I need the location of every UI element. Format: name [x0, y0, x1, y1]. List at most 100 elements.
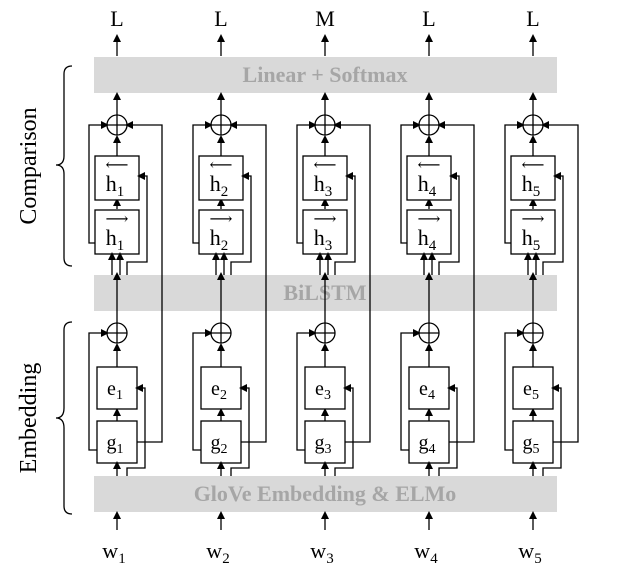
- elmo-label-1-base: e: [107, 378, 116, 400]
- embedding-oplus-5: [522, 322, 544, 344]
- elmo-box-1: [96, 366, 138, 410]
- elmo-box-4: [408, 366, 450, 410]
- input-label-4-subscript: 4: [430, 551, 438, 567]
- backward-hidden-label-4-subscript: 4: [429, 184, 437, 200]
- residual-left-embed-5: [504, 329, 525, 451]
- backward-arrow-glyph-4: ⟵: [418, 157, 441, 174]
- output-label-2: L: [214, 6, 227, 31]
- embedding-oplus-2: [210, 322, 232, 344]
- embedding-oplus-3: [314, 322, 336, 344]
- embed-to-e-5: [542, 384, 562, 476]
- elmo-label-5: e5: [523, 378, 539, 403]
- forward-hidden-label-1: h1: [106, 225, 125, 254]
- forward-hidden-label-2-base: h: [210, 225, 221, 250]
- backward-arrow-glyph-3: ⟵: [314, 157, 337, 174]
- input-label-5: w5: [518, 538, 541, 567]
- backward-hidden-label-5: h5: [522, 171, 541, 200]
- forward-hidden-label-4: h4: [418, 225, 437, 254]
- output-label-3: M: [315, 6, 335, 31]
- forward-hidden-box-4: [406, 209, 452, 255]
- glove-label-2-base: g: [211, 432, 221, 454]
- embedding-section-label: Embedding: [16, 363, 42, 474]
- forward-arrow-glyph-5: ⟶: [522, 211, 545, 228]
- bilstm-to-hback-2: [230, 172, 252, 275]
- backward-hidden-label-4: h4: [418, 171, 437, 200]
- residual-left-5: [504, 121, 525, 244]
- forward-hidden-box-2: [198, 209, 244, 255]
- input-label-2-subscript: 2: [222, 551, 230, 567]
- forward-arrow-glyph-1: ⟶: [106, 211, 129, 228]
- bilstm-to-hback-4: [438, 172, 460, 275]
- elmo-label-2: e2: [211, 378, 227, 403]
- backward-hidden-label-1-base: h: [106, 171, 117, 196]
- forward-hidden-label-3: h3: [314, 225, 333, 254]
- comparison-brace: [55, 65, 73, 267]
- input-label-1: w1: [102, 538, 125, 567]
- elmo-label-2-base: e: [211, 378, 220, 400]
- input-label-2: w2: [206, 538, 229, 567]
- embed-to-e-2: [230, 384, 250, 476]
- forward-hidden-label-5-subscript: 5: [533, 238, 541, 254]
- backward-hidden-label-2-subscript: 2: [221, 184, 229, 200]
- glove-label-1-subscript: 1: [117, 442, 124, 457]
- comparison-oplus-1: [106, 114, 128, 136]
- forward-hidden-label-3-base: h: [314, 225, 325, 250]
- comparison-oplus-5: [522, 114, 544, 136]
- bilstm-to-hback-1: [126, 172, 148, 275]
- residual-left-embed-4: [400, 329, 421, 451]
- elmo-label-4-base: e: [419, 378, 428, 400]
- comparison-oplus-4: [418, 114, 440, 136]
- elmo-label-5-subscript: 5: [532, 388, 539, 403]
- glove-label-4-subscript: 4: [429, 442, 436, 457]
- residual-left-4: [400, 121, 421, 244]
- elmo-label-3: e3: [315, 378, 331, 403]
- backward-hidden-box-4: [406, 155, 452, 201]
- bilstm-to-hback-5: [542, 172, 564, 275]
- backward-hidden-label-5-base: h: [522, 171, 533, 196]
- elmo-label-1: e1: [107, 378, 123, 403]
- backward-hidden-label-1: h1: [106, 171, 125, 200]
- forward-arrow-glyph-2: ⟶: [210, 211, 233, 228]
- forward-arrow-glyph-3: ⟶: [314, 211, 337, 228]
- elmo-label-1-subscript: 1: [116, 388, 123, 403]
- input-label-4-base: w: [414, 538, 430, 563]
- comparison-oplus-3: [314, 114, 336, 136]
- forward-hidden-label-5: h5: [522, 225, 541, 254]
- residual-left-embed-1: [88, 329, 109, 451]
- glove-label-3: g3: [315, 432, 332, 457]
- backward-hidden-label-2: h2: [210, 171, 229, 200]
- residual-left-3: [296, 121, 317, 244]
- elmo-label-5-base: e: [523, 378, 532, 400]
- backward-hidden-label-4-base: h: [418, 171, 429, 196]
- backward-hidden-label-3: h3: [314, 171, 333, 200]
- glove-label-4: g4: [419, 432, 436, 457]
- forward-arrow-glyph-4: ⟶: [418, 211, 441, 228]
- glove-label-1: g1: [107, 432, 124, 457]
- linear-softmax-label: Linear + Softmax: [243, 62, 408, 87]
- output-label-4: L: [422, 6, 435, 31]
- input-label-3-subscript: 3: [326, 551, 334, 567]
- elmo-label-4-subscript: 4: [428, 388, 435, 403]
- glove-label-2: g2: [211, 432, 228, 457]
- embedding-oplus-1: [106, 322, 128, 344]
- embedding-oplus-4: [418, 322, 440, 344]
- linear-softmax-bar: [94, 57, 557, 93]
- forward-hidden-label-2: h2: [210, 225, 229, 254]
- bilstm-to-hback-3: [334, 172, 356, 275]
- long-skip-1: [125, 121, 163, 443]
- long-skip-5: [541, 121, 579, 443]
- input-label-5-base: w: [518, 538, 534, 563]
- backward-hidden-label-5-subscript: 5: [533, 184, 541, 200]
- elmo-label-2-subscript: 2: [220, 388, 227, 403]
- glove-label-5-subscript: 5: [533, 442, 540, 457]
- input-label-2-base: w: [206, 538, 222, 563]
- glove-label-3-base: g: [315, 432, 325, 454]
- glove-label-2-subscript: 2: [221, 442, 228, 457]
- comparison-oplus-2: [210, 114, 232, 136]
- embed-to-e-4: [438, 384, 458, 476]
- backward-hidden-label-2-base: h: [210, 171, 221, 196]
